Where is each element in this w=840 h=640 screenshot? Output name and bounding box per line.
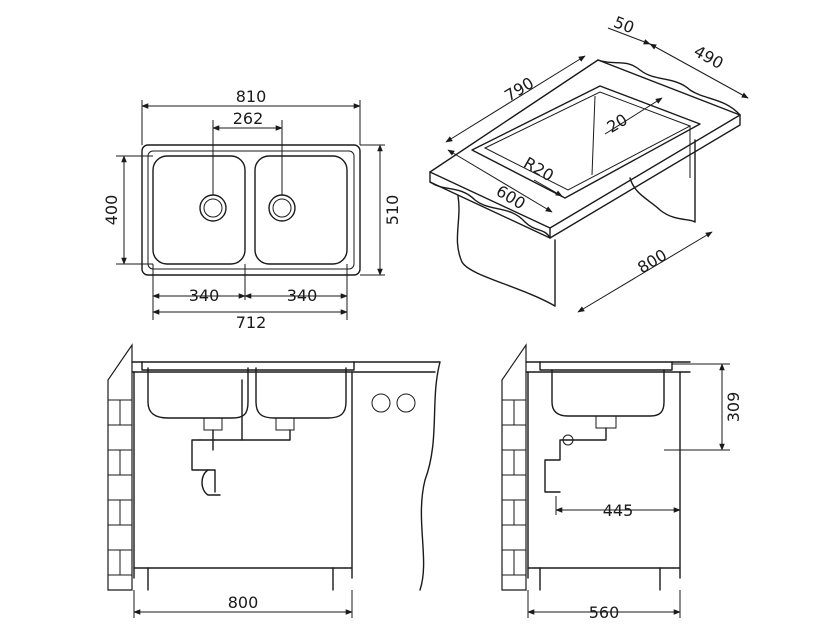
dim-bowl-depth: 400 — [102, 195, 121, 226]
socket-icon — [396, 393, 416, 413]
countertop-top — [429, 59, 741, 229]
front-view: 800 — [107, 343, 441, 618]
sink-rim — [147, 150, 355, 270]
socket-icon — [371, 393, 391, 413]
dim-front-cabinet: 800 — [228, 593, 259, 612]
dim-iso-length: 790 — [501, 73, 537, 105]
dim-iso-edge: 50 — [611, 12, 637, 37]
dim-side-drain-offset: 445 — [603, 501, 634, 520]
dim-drain-spacing: 262 — [233, 109, 264, 128]
iso-view: 790 50 490 20 R20 600 800 — [429, 12, 749, 313]
top-view: 810 262 510 400 340 340 712 — [102, 87, 402, 332]
dim-right-bowl: 340 — [287, 286, 318, 305]
sink-outline — [141, 144, 361, 276]
dim-left-bowl: 340 — [189, 286, 220, 305]
sink-opening — [471, 85, 701, 199]
dim-overall-width: 810 — [236, 87, 267, 106]
dim-side-bowl-height: 309 — [724, 392, 743, 423]
side-view: 309 445 560 — [501, 343, 743, 622]
dim-iso-cabinet-width: 800 — [634, 245, 670, 277]
dim-overall-depth: 510 — [383, 195, 402, 226]
left-bowl — [152, 155, 246, 265]
dim-iso-radius: R20 — [520, 153, 557, 185]
right-bowl — [254, 155, 348, 265]
dim-bowls-total: 712 — [236, 313, 267, 332]
dim-iso-width: 490 — [691, 41, 727, 72]
dim-side-cabinet-depth: 560 — [589, 603, 620, 622]
cabinet-wavy-left — [456, 195, 556, 307]
